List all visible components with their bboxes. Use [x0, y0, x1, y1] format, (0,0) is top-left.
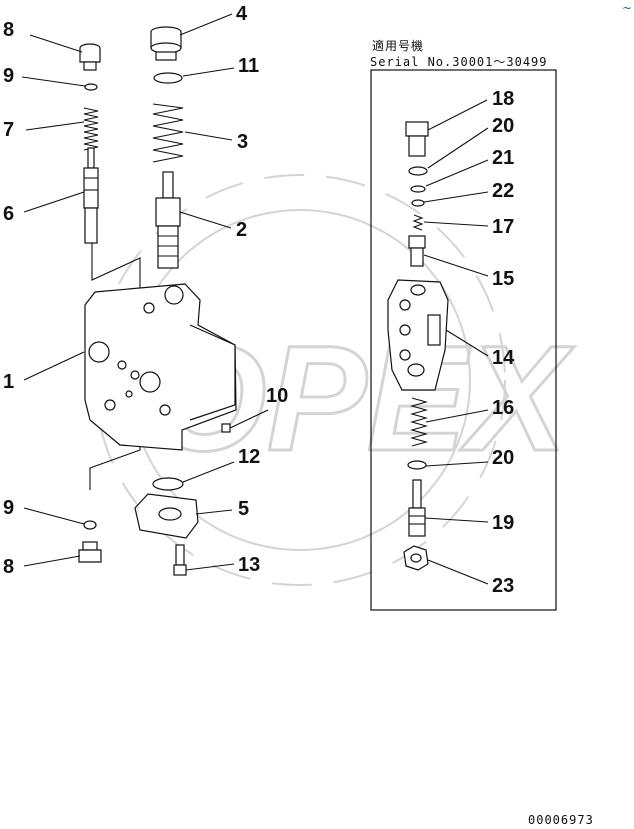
callout-21: 21: [492, 147, 514, 169]
applicable-label: 適用号機: [372, 38, 424, 53]
oring-9-top: [84, 83, 98, 91]
callout-9-bottom: 9: [3, 497, 14, 519]
spool-19: [408, 479, 426, 537]
callout-22: 22: [492, 180, 514, 202]
callout-6: 6: [3, 203, 14, 225]
flange-5: [134, 493, 199, 539]
piston-15: [408, 235, 426, 267]
callout-5: 5: [238, 498, 249, 520]
oring-12: [152, 477, 184, 491]
callout-1: 1: [3, 371, 14, 393]
valve-body-1: [84, 283, 237, 451]
serial-range-label: Serial No.30001～30499: [370, 55, 548, 69]
callout-16: 16: [492, 397, 514, 419]
callout-19: 19: [492, 512, 514, 534]
callout-20-top: 20: [492, 115, 514, 137]
oring-9-bottom: [83, 520, 97, 530]
drawing-number: 00006973: [528, 813, 594, 827]
callout-3: 3: [237, 131, 248, 153]
ring-22: [411, 199, 425, 207]
callout-23: 23: [492, 575, 514, 597]
spring-7: [83, 107, 99, 151]
leader-lines: [21, 13, 489, 585]
spring-3: [152, 103, 184, 163]
guide-line-bottom: [89, 440, 141, 490]
plug-4: [150, 26, 182, 61]
callout-10: 10: [266, 385, 288, 407]
plug-10: [221, 423, 231, 433]
oring-21: [410, 185, 426, 193]
callout-13: 13: [238, 554, 260, 576]
callout-18: 18: [492, 88, 514, 110]
plug-8-bottom: [78, 541, 102, 563]
callout-8-top: 8: [3, 19, 14, 41]
callout-20-bottom: 20: [492, 447, 514, 469]
oring-20-top: [408, 166, 428, 176]
callout-4: 4: [236, 3, 248, 25]
callout-numbers: 8 4 9 11 7 3 6 2 1 10 12 9 5 8 13 18 20 …: [3, 3, 515, 597]
guide-line-top: [91, 243, 141, 300]
spring-16: [409, 397, 429, 447]
callout-15: 15: [492, 268, 514, 290]
spring-17: [412, 214, 424, 231]
nut-23: [403, 545, 429, 571]
oring-11: [153, 72, 183, 84]
callout-11: 11: [238, 55, 259, 77]
corner-mark: ~: [622, 1, 632, 15]
callout-14: 14: [492, 347, 515, 369]
callout-17: 17: [492, 216, 514, 238]
callout-8-bottom: 8: [3, 556, 14, 578]
plug-8-top: [79, 43, 101, 71]
oring-20-bottom: [407, 460, 427, 470]
callout-9-top: 9: [3, 65, 14, 87]
serial-box: [370, 69, 557, 611]
spool-2: [155, 171, 181, 269]
callout-12: 12: [238, 446, 260, 468]
spool-6: [83, 147, 99, 244]
plug-18: [405, 121, 429, 157]
callout-7: 7: [3, 119, 14, 141]
bolt-13: [173, 544, 187, 576]
callout-2: 2: [236, 219, 247, 241]
valve-housing-14: [387, 279, 449, 391]
